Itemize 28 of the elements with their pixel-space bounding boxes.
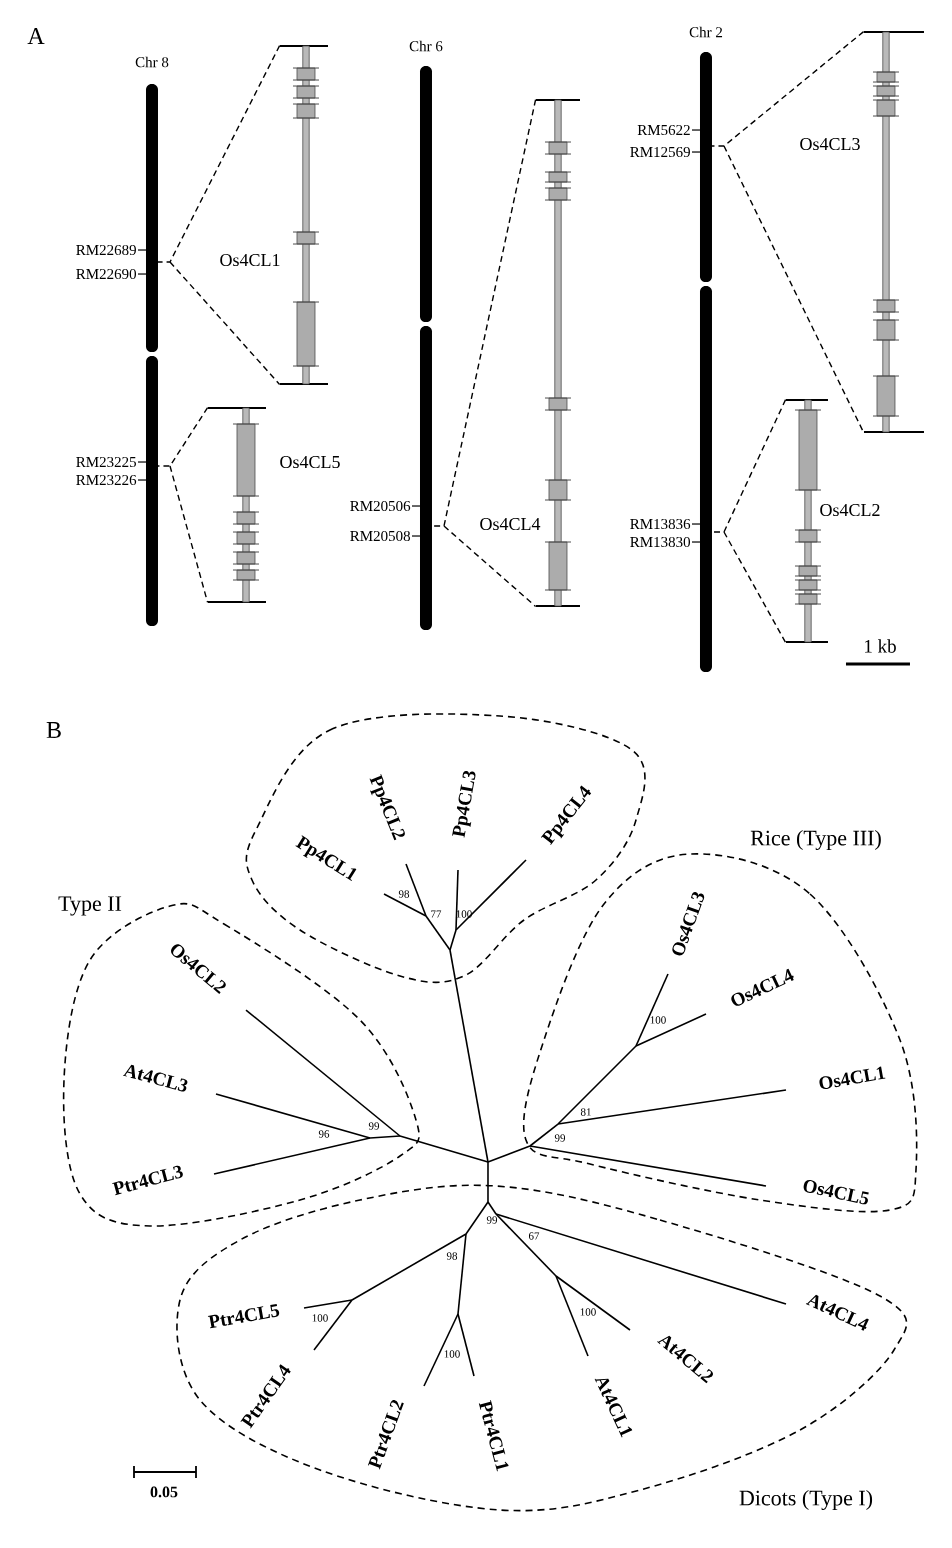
chromosome-bar [700, 52, 712, 672]
clade-label: Type II [58, 896, 122, 916]
scale-label: 1 kb [865, 639, 896, 653]
gene-label: Os4CL4 [480, 517, 541, 531]
scale-label: 0.05 [150, 1486, 178, 1498]
leaf-label: At4CL3 [123, 1064, 188, 1092]
clade-label: Rice (Type III) [750, 830, 881, 850]
leaf-label: Ptr4CL1 [478, 1400, 509, 1472]
leaf-label: Os4CL3 [672, 892, 705, 956]
chromosome-bar [420, 66, 432, 630]
panel-letter: A [27, 28, 45, 44]
leaf-label: Ptr4CL5 [207, 1303, 280, 1329]
gene-label: Os4CL3 [800, 138, 860, 151]
zoom-line [709, 30, 865, 147]
chromosome-bar [146, 84, 158, 626]
leaf-label: Os4CL1 [819, 1066, 886, 1090]
gene-label: Os4CL5 [280, 455, 340, 469]
zoom-line [155, 406, 209, 467]
zoom-line [155, 44, 281, 263]
panel-letter: B [46, 722, 61, 738]
zoom-line [429, 98, 537, 527]
leaf-label: Pp4CL3 [452, 770, 476, 838]
leaf-label: Ptr4CL3 [112, 1165, 183, 1196]
clade-label: Dicots (Type I) [739, 1490, 873, 1510]
leaf-label: Os4CL5 [803, 1180, 869, 1205]
zoom-line [709, 398, 787, 533]
gene-label: Os4CL1 [220, 253, 280, 267]
gene-label: Os4CL2 [820, 503, 880, 517]
